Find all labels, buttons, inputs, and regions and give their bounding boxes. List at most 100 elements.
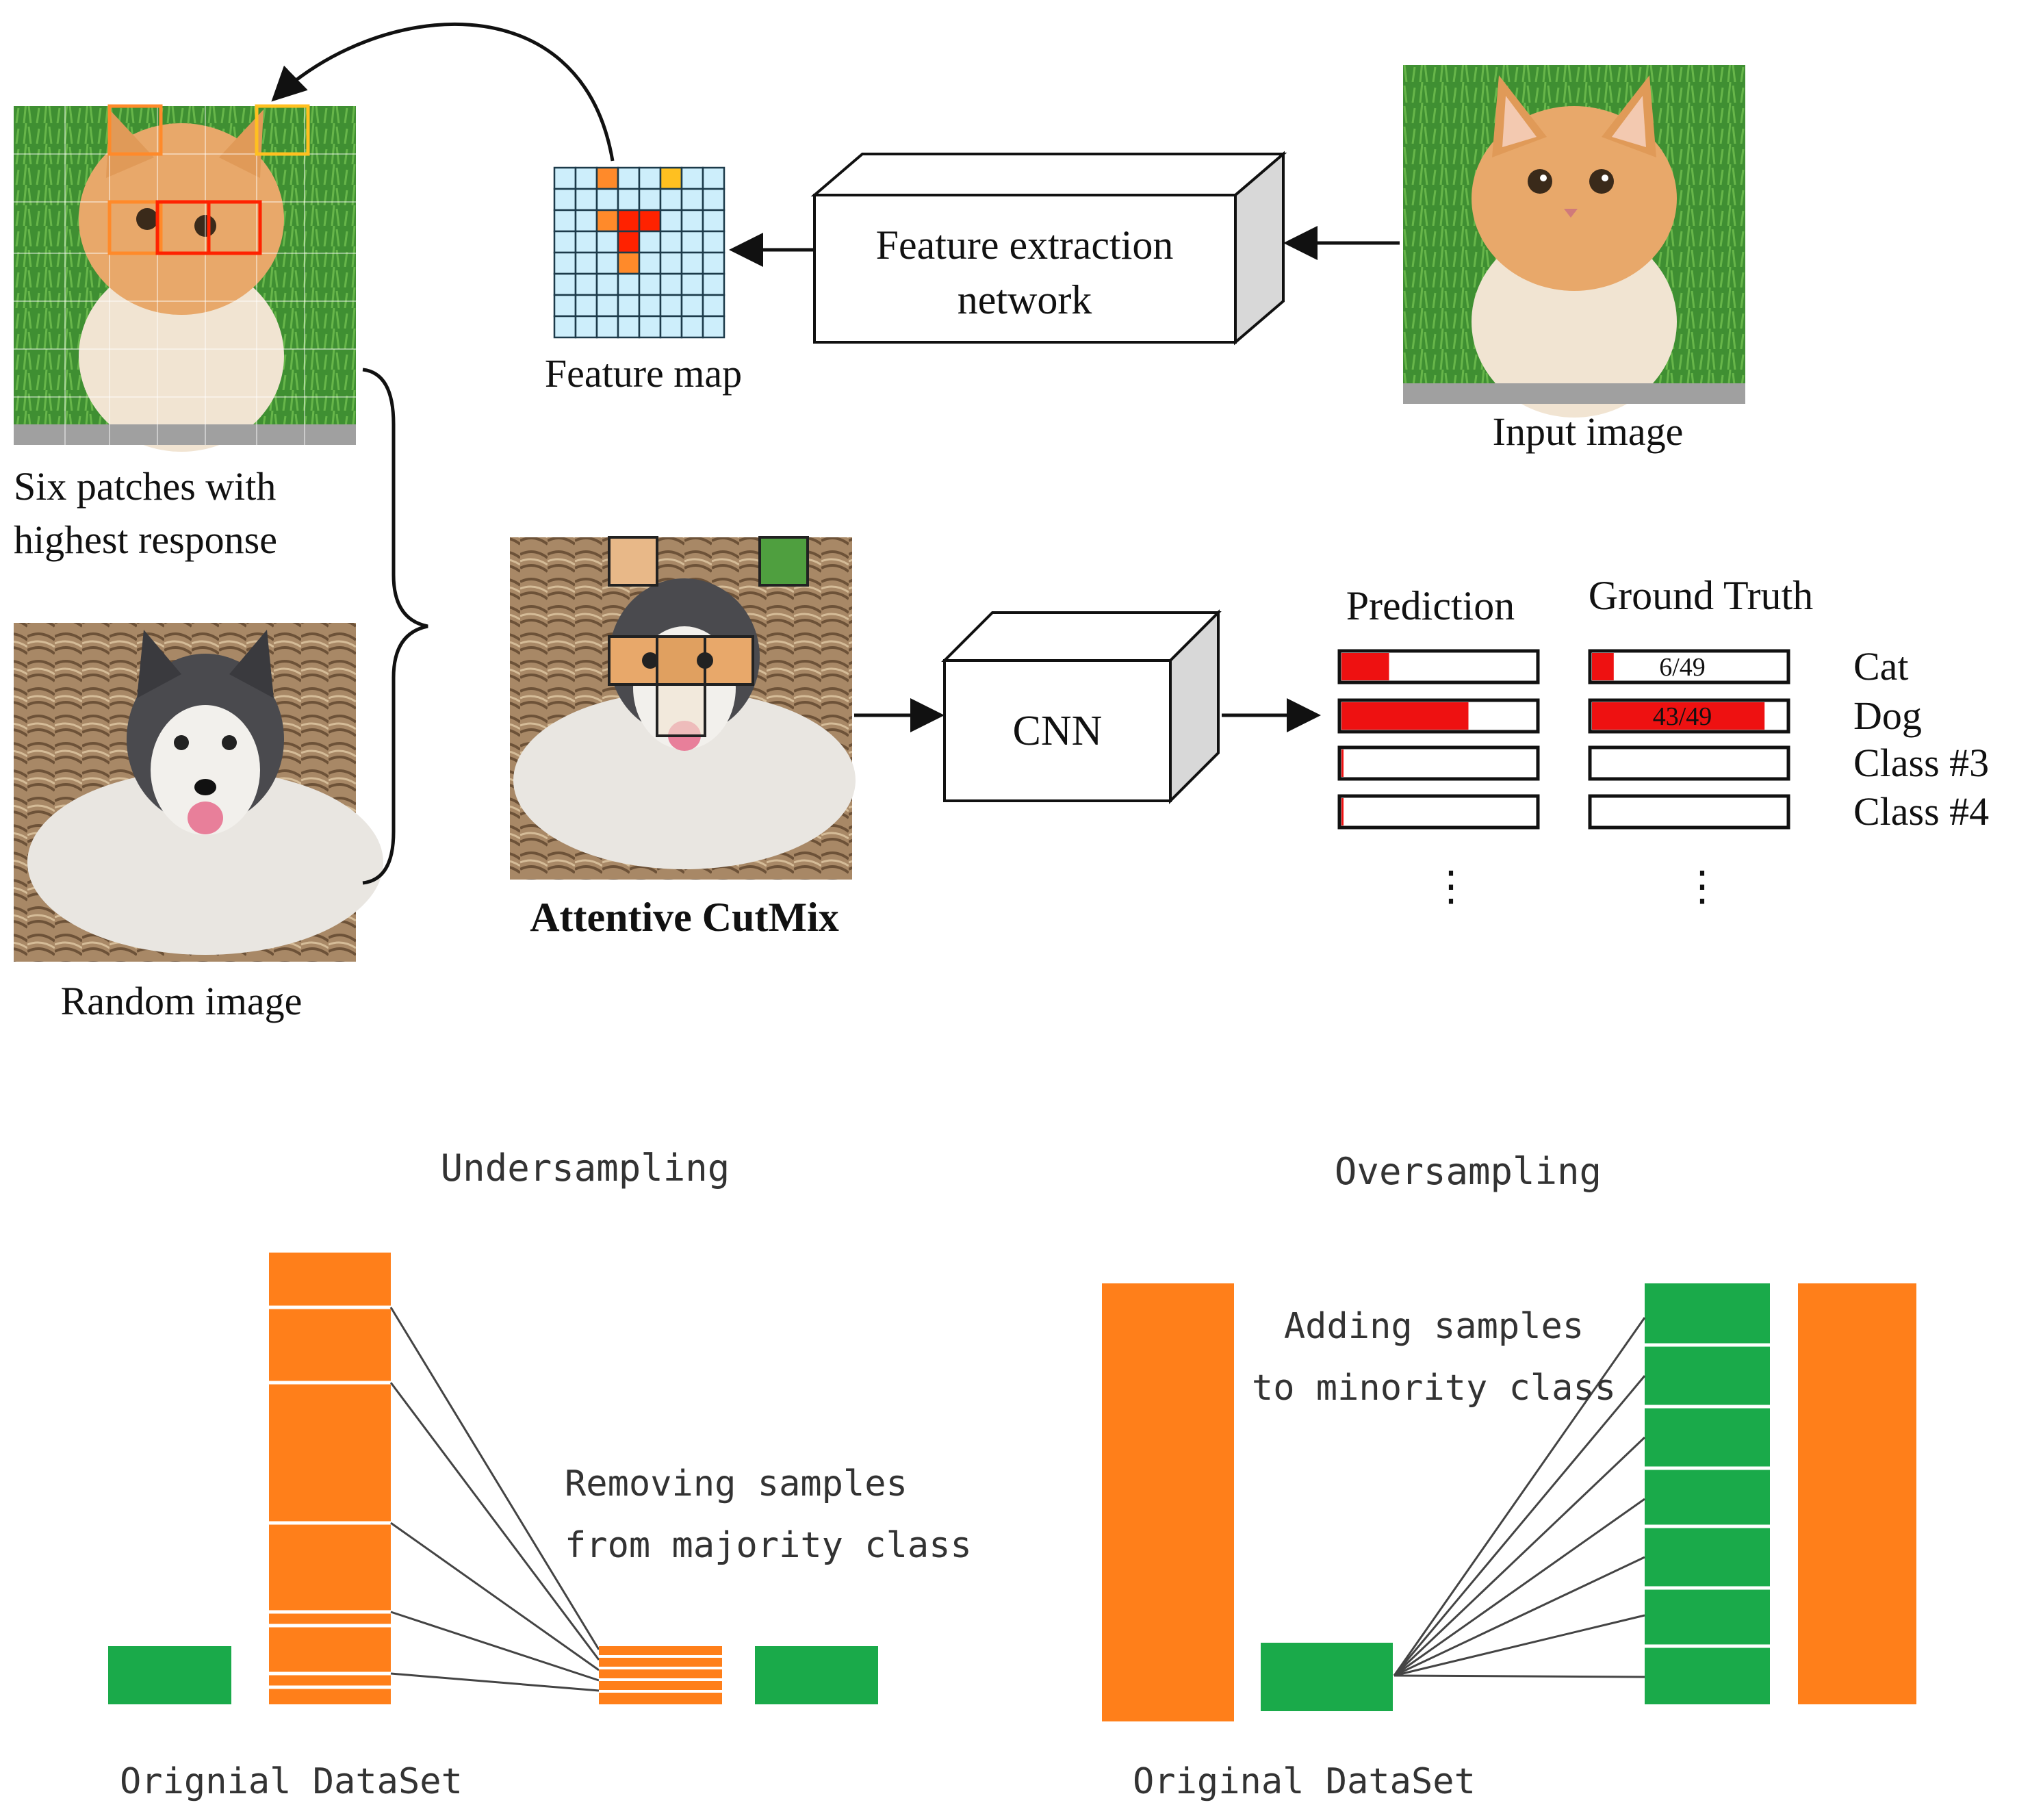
feature-map-cell xyxy=(595,315,619,339)
six-patches-label-line2: highest response xyxy=(14,517,277,562)
feature-map-cell xyxy=(680,166,704,190)
undersampling-dataset-label: Orignial DataSet xyxy=(120,1761,463,1802)
ground-truth-bar xyxy=(1588,794,1790,830)
feature-map-cell xyxy=(617,188,641,212)
feature-map-cell xyxy=(595,230,619,254)
feature-map-cell xyxy=(617,251,641,275)
feature-map-cell xyxy=(638,294,662,318)
oversampling-majority-result xyxy=(1798,1283,1916,1704)
class-label: Dog xyxy=(1853,693,1922,738)
feature-map-cell xyxy=(702,251,725,275)
feature-map-cell xyxy=(680,294,704,318)
oversampling-majority-original xyxy=(1102,1283,1234,1721)
feature-map-cell xyxy=(702,315,725,339)
feature-map-cell xyxy=(659,272,683,296)
undersampling-minority-result xyxy=(755,1646,878,1704)
feature-map-cell xyxy=(553,166,577,190)
input-image-label: Input image xyxy=(1493,409,1684,454)
ground-truth-bar xyxy=(1588,649,1790,684)
feature-map-cell xyxy=(702,294,725,318)
feature-map-cell xyxy=(659,294,683,318)
feature-map-cell xyxy=(553,251,577,275)
feature-map-cell xyxy=(638,188,662,212)
feature-map-cell xyxy=(617,272,641,296)
prediction-bar xyxy=(1337,794,1540,830)
undersampling-annotation-line2: from majority class xyxy=(565,1525,972,1566)
random-image xyxy=(14,623,383,962)
feature-extraction-box xyxy=(810,151,1287,346)
feature-map-cell xyxy=(659,230,683,254)
six-patches-image xyxy=(14,104,356,452)
feature-map-cell xyxy=(680,315,704,339)
feature-map-cell xyxy=(574,315,598,339)
feature-map-cell xyxy=(659,209,683,233)
arrow-featuremap-to-patches xyxy=(271,22,615,162)
feature-map-cell xyxy=(553,294,577,318)
feature-map-cell xyxy=(638,251,662,275)
ground-truth-ellipsis: ⋮ xyxy=(1682,864,1723,909)
feature-map-cell xyxy=(595,294,619,318)
feature-map-cell xyxy=(574,294,598,318)
input-image xyxy=(1403,65,1745,418)
feature-map-cell xyxy=(617,209,641,233)
feature-map-cell xyxy=(659,188,683,212)
feature-map-grid xyxy=(553,166,725,339)
undersampling-majority-original xyxy=(269,1253,391,1704)
prediction-bar-fill xyxy=(1341,749,1344,777)
feature-map-cell xyxy=(553,272,577,296)
oversampling-minority-expanded xyxy=(1645,1283,1770,1704)
ground-truth-bar-fill xyxy=(1592,702,1765,730)
oversampling-dataset-label: Original DataSet xyxy=(1133,1761,1476,1802)
feature-map-cell xyxy=(617,166,641,190)
oversampling-title: Oversampling xyxy=(1335,1150,1602,1193)
feature-map-cell xyxy=(553,230,577,254)
feature-map-cell xyxy=(659,166,683,190)
undersampling-majority-reduced xyxy=(599,1646,722,1704)
oversampling-annotation-line2: to minority class xyxy=(1252,1368,1616,1409)
feature-map-cell xyxy=(617,230,641,254)
ground-truth-bar xyxy=(1588,745,1790,781)
attentive-cutmix-image xyxy=(510,536,856,880)
feature-map-cell xyxy=(574,209,598,233)
feature-map-cell xyxy=(574,251,598,275)
feature-map-cell xyxy=(680,230,704,254)
feature-map-cell xyxy=(574,230,598,254)
undersampling-diagram xyxy=(108,1253,878,1704)
prediction-ellipsis: ⋮ xyxy=(1430,864,1472,909)
combine-brace xyxy=(362,368,428,885)
feature-map-cell xyxy=(638,272,662,296)
class-label: Cat xyxy=(1853,644,1909,689)
oversampling-annotation: Adding samples xyxy=(1284,1306,1584,1347)
feature-map-cell xyxy=(659,315,683,339)
feature-map-cell xyxy=(553,209,577,233)
prediction-bar-fill xyxy=(1341,702,1469,730)
feature-extraction-label: Feature extraction xyxy=(876,222,1174,268)
feature-map-cell xyxy=(595,188,619,212)
feature-map-cell xyxy=(638,230,662,254)
six-patches-label: Six patches with xyxy=(14,464,276,509)
undersampling-minority-original xyxy=(108,1646,231,1704)
prediction-header: Prediction xyxy=(1346,583,1515,628)
feature-map-cell xyxy=(574,188,598,212)
class-label: Class #3 xyxy=(1853,741,1989,785)
feature-map-cell xyxy=(702,209,725,233)
feature-map-cell xyxy=(617,315,641,339)
feature-map-cell xyxy=(617,294,641,318)
feature-extraction-label-line2: network xyxy=(958,277,1092,322)
feature-map-cell xyxy=(574,272,598,296)
cnn-label: CNN xyxy=(1013,708,1103,754)
feature-map-cell xyxy=(553,315,577,339)
feature-map-cell xyxy=(553,188,577,212)
oversampling-minority-original xyxy=(1261,1643,1393,1711)
ground-truth-value: 43/49 xyxy=(1653,702,1712,731)
feature-map-cell xyxy=(680,188,704,212)
feature-map-cell xyxy=(680,209,704,233)
class-label: Class #4 xyxy=(1853,789,1989,834)
feature-map-cell xyxy=(680,272,704,296)
undersampling-title: Undersampling xyxy=(441,1146,730,1190)
feature-map-cell xyxy=(702,272,725,296)
feature-map-cell xyxy=(702,188,725,212)
feature-map-cell xyxy=(595,251,619,275)
